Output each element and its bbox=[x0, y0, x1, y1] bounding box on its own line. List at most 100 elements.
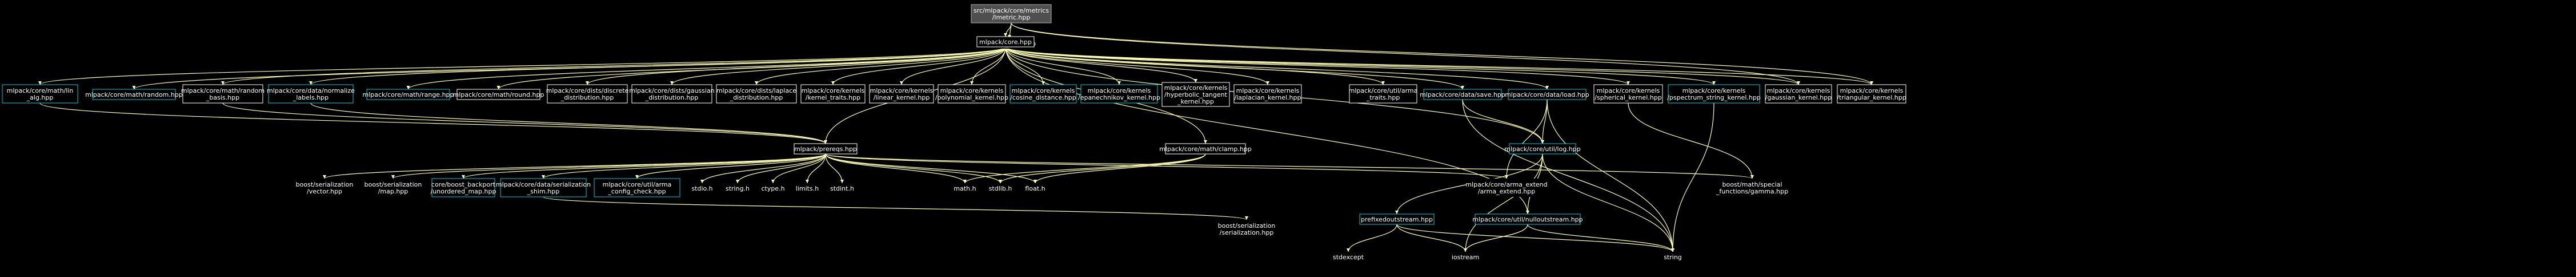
edge-load-to-string bbox=[1547, 99, 1673, 252]
node-range[interactable]: mlpack/core/math/range.hpp bbox=[362, 89, 454, 100]
node-box bbox=[1509, 143, 1576, 155]
node-label: /lmetric.hpp bbox=[992, 14, 1031, 21]
node-box bbox=[1450, 252, 1481, 262]
edge-arrowhead bbox=[221, 81, 225, 85]
edge-spherical-to-gamma bbox=[1628, 102, 1753, 179]
node-label: boost/serialization bbox=[296, 181, 354, 188]
node-label: float.h bbox=[1025, 185, 1045, 192]
node-label: mlpack/core/dists/discrete bbox=[546, 87, 629, 94]
node-arma_traits[interactable]: mlpack/core/util/arma_traits.hpp bbox=[1349, 84, 1418, 104]
node-laplacian_kernel[interactable]: mlpack/core/kernels/laplacian_kernel.hpp bbox=[1233, 84, 1302, 104]
edge-arrowhead bbox=[1381, 81, 1385, 85]
node-clamp[interactable]: mlpack/core/math/clamp.hpp bbox=[1159, 143, 1252, 155]
node-label: iostream bbox=[1452, 254, 1479, 261]
edge-pspectrum-to-string bbox=[1672, 102, 1714, 252]
node-box bbox=[92, 89, 176, 100]
node-arma_config_check[interactable]: mlpack/core/util/arma_config_check.hpp bbox=[594, 178, 680, 197]
node-stdlib: stdlib.h bbox=[986, 183, 1015, 193]
node-unordered_map[interactable]: core/boost_backport/unordered_map.hpp bbox=[431, 178, 496, 197]
node-label: /spherical_kernel.hpp bbox=[1595, 94, 1661, 101]
edge-arrowhead bbox=[736, 180, 739, 183]
node-serialization_shim[interactable]: mlpack/core/data/serialization_shim.hpp bbox=[496, 178, 591, 197]
node-prefixedoutstream[interactable]: prefixedoutstream.hpp bbox=[1359, 213, 1435, 225]
edge-arrowhead bbox=[1204, 140, 1207, 144]
node-label: _alg.hpp bbox=[26, 94, 54, 101]
edge-arrowhead bbox=[700, 180, 704, 183]
node-discrete[interactable]: mlpack/core/dists/discrete_distribution.… bbox=[546, 84, 629, 104]
edge-arrowhead bbox=[635, 175, 639, 179]
node-epanechnikov[interactable]: mlpack/core/kernels/epanechnikov_kernel.… bbox=[1078, 84, 1160, 104]
node-box bbox=[1423, 89, 1502, 100]
node-label: _labels.hpp bbox=[293, 94, 328, 101]
edge-serialization_shim-to-boost_serialization bbox=[543, 196, 1247, 220]
node-linear_kernel[interactable]: mlpack/core/kernels/linear_kernel.hpp bbox=[869, 84, 934, 104]
node-label: mlpack/core/util/arma bbox=[603, 181, 672, 188]
node-kernel_traits[interactable]: mlpack/core/kernels/kernel_traits.hpp bbox=[800, 84, 866, 104]
node-label: mlpack/core/kernels bbox=[1840, 87, 1904, 94]
node-boost_vector: boost/serialization/vector.hpp bbox=[295, 179, 354, 197]
edge-core-to-load bbox=[1005, 46, 1548, 90]
edge-prereqs-to-limits bbox=[807, 153, 826, 184]
node-gaussian_dist[interactable]: mlpack/core/dists/gaussian_distribution.… bbox=[629, 84, 715, 104]
edge-arrowhead bbox=[132, 86, 136, 89]
node-triangular[interactable]: mlpack/core/kernels/triangular_kernel.hp… bbox=[1837, 84, 1906, 104]
edge-core-to-linear_kernel bbox=[901, 46, 1006, 85]
edge-arrowhead bbox=[542, 175, 545, 179]
node-polynomial_kernel[interactable]: mlpack/core/kernels/polynomial_kernel.hp… bbox=[935, 84, 1008, 104]
edge-arrowhead bbox=[1545, 86, 1549, 89]
edge-arrowhead bbox=[771, 180, 775, 183]
node-label: mlpack/core/kernels bbox=[1012, 87, 1075, 94]
node-box bbox=[500, 178, 587, 197]
node-core[interactable]: mlpack/core.hpp bbox=[976, 36, 1035, 48]
node-laplace_dist[interactable]: mlpack/core/dists/laplace_distribution.h… bbox=[716, 84, 797, 104]
edge-load-to-arma_extend bbox=[1506, 99, 1548, 179]
node-label: mlpack/core/data/normalize bbox=[267, 87, 355, 94]
node-cosine_distance[interactable]: mlpack/core/kernels/cosine_distance.hpp bbox=[1009, 84, 1077, 104]
node-label: _config_check.hpp bbox=[607, 188, 666, 195]
node-random_basis[interactable]: mlpack/core/math/random_basis.hpp bbox=[181, 84, 265, 104]
node-pspectrum[interactable]: mlpack/core/kernels/pspectrum_string_ker… bbox=[1667, 84, 1761, 104]
node-normalize_labels[interactable]: mlpack/core/data/normalize_labels.hpp bbox=[267, 84, 355, 104]
edge-prefixedoutstream-to-string bbox=[1396, 224, 1673, 252]
node-box bbox=[2, 84, 78, 104]
node-label: mlpack/core/data/save.hpp bbox=[1420, 91, 1505, 98]
node-float: float.h bbox=[1023, 183, 1048, 193]
edge-arrowhead bbox=[1117, 81, 1121, 85]
node-label: _distribution.hpp bbox=[645, 94, 699, 101]
node-box bbox=[938, 84, 1006, 104]
node-label: mlpack/core/kernels bbox=[870, 87, 934, 94]
node-hyperbolic[interactable]: mlpack/core/kernels/hyperbolic_tangent_k… bbox=[1161, 82, 1230, 107]
node-box bbox=[1668, 84, 1760, 104]
node-gaussian_kernel[interactable]: mlpack/core/kernels/gaussian_kernel.hpp bbox=[1765, 84, 1832, 104]
node-box bbox=[1837, 84, 1906, 104]
edge-arrowhead bbox=[1750, 175, 1754, 179]
node-iostream: iostream bbox=[1450, 252, 1481, 262]
node-label: /pspectrum_string_kernel.hpp bbox=[1667, 94, 1761, 101]
edge-prereqs-to-ctype bbox=[772, 153, 826, 184]
node-label: mlpack/core/data/serialization bbox=[496, 181, 591, 188]
node-prereqs[interactable]: mlpack/prereqs.hpp bbox=[794, 143, 858, 155]
node-label: ctype.h bbox=[761, 185, 784, 192]
node-lin_alg[interactable]: mlpack/core/math/lin_alg.hpp bbox=[2, 84, 78, 104]
node-nulloutstream[interactable]: mlpack/core/util/nulloutstream.hpp bbox=[1472, 213, 1583, 225]
edge-arrowhead bbox=[496, 86, 500, 89]
node-label: /epanechnikov_kernel.hpp bbox=[1078, 94, 1160, 101]
edge-core-to-polynomial_kernel bbox=[971, 46, 1006, 85]
node-log[interactable]: mlpack/core/util/log.hpp bbox=[1504, 143, 1581, 155]
node-round[interactable]: mlpack/core/math/round.hpp bbox=[453, 89, 544, 100]
node-label: mlpack/core/kernels bbox=[1682, 87, 1746, 94]
node-box bbox=[716, 84, 797, 104]
node-spherical[interactable]: mlpack/core/kernels/spherical_kernel.hpp bbox=[1593, 84, 1663, 104]
node-save[interactable]: mlpack/core/data/save.hpp bbox=[1420, 89, 1505, 100]
node-box bbox=[547, 84, 628, 104]
node-random[interactable]: mlpack/core/math/random.hpp bbox=[85, 89, 183, 100]
node-label: _functions/gamma.hpp bbox=[1716, 188, 1788, 195]
node-box bbox=[1712, 179, 1793, 197]
edge-nulloutstream-to-string bbox=[1527, 224, 1673, 252]
node-label: /laplacian_kernel.hpp bbox=[1235, 94, 1301, 101]
node-layer: src/mlpack/core/metrics/lmetric.hpplmetr… bbox=[2, 4, 1906, 262]
node-load[interactable]: mlpack/core/data/load.hpp bbox=[1505, 89, 1589, 100]
edge-arrowhead bbox=[1464, 248, 1467, 252]
node-metric[interactable]: src/mlpack/core/metrics/lmetric.hpp bbox=[971, 4, 1052, 23]
node-label: /polynomial_kernel.hpp bbox=[935, 94, 1008, 101]
